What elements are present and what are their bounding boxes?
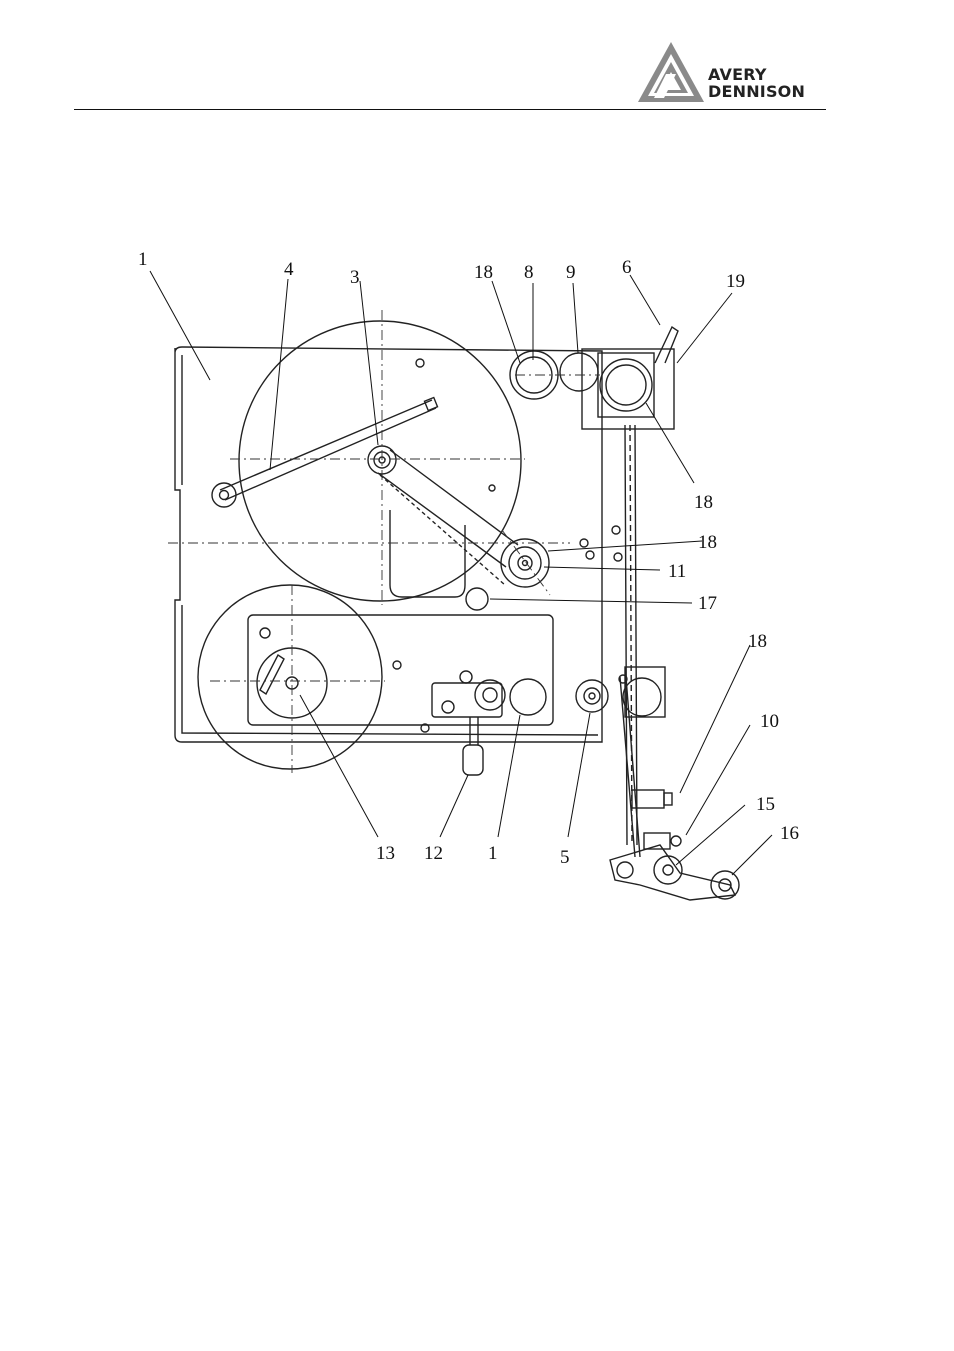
- lower-panel-window: [247, 614, 554, 726]
- callout-11: 11: [668, 561, 686, 582]
- callout-4: 4: [284, 259, 294, 280]
- column-block: [624, 666, 666, 718]
- roller-11: [500, 538, 550, 588]
- roller-16: [710, 870, 740, 900]
- avery-dennison-triangle-mark: [638, 42, 704, 102]
- callout-13: 13: [376, 843, 395, 864]
- handle-12: [469, 717, 479, 745]
- callout-17: 17: [698, 593, 717, 614]
- base-plate-inner-edge: [181, 355, 599, 736]
- callout-18-top: 18: [474, 262, 493, 283]
- callout-12: 12: [424, 843, 443, 864]
- arm-4-pivot: [211, 482, 237, 508]
- logo-wordmark: AVERY DENNISON: [708, 66, 805, 100]
- roller-5: [575, 679, 609, 713]
- roller-9: [559, 352, 599, 392]
- link-arm: [377, 449, 519, 568]
- logo-line-2: DENNISON: [708, 82, 806, 101]
- head-roller: [599, 358, 653, 412]
- callout-1-bottom: 1: [488, 843, 498, 864]
- callout-10: 10: [760, 711, 779, 732]
- header-rule: [74, 109, 826, 110]
- base-plate: [174, 346, 603, 743]
- callout-18-lower: 18: [748, 631, 767, 652]
- callout-9: 9: [566, 262, 576, 283]
- callout-5: 5: [560, 847, 570, 868]
- roller-1-lower: [509, 678, 547, 716]
- callout-15: 15: [756, 794, 775, 815]
- callout-18-right-2: 18: [698, 532, 717, 553]
- roller-17: [465, 587, 489, 611]
- logo-line-1: AVERY: [708, 65, 767, 84]
- avery-dennison-logo: [636, 40, 826, 106]
- callout-8: 8: [524, 262, 534, 283]
- vertical-column: [624, 424, 638, 846]
- callout-1-top: 1: [138, 249, 148, 270]
- lever-6: [654, 325, 679, 364]
- callout-6: 6: [622, 257, 632, 278]
- arm-4: [219, 399, 437, 501]
- guide-rod: [619, 676, 641, 858]
- head-box-19: [581, 348, 675, 430]
- machine-diagram-svg: 1 4 3 18 8 9 6 19 18 18 11 17 18 10 15 1…: [138, 249, 799, 901]
- callout-3: 3: [350, 267, 360, 288]
- upper-reel-disc: [238, 320, 522, 602]
- applicator-wheel-15: [653, 855, 683, 885]
- center-cutout: [389, 510, 466, 598]
- callout-16: 16: [780, 823, 799, 844]
- lower-reel-disc: [197, 584, 383, 770]
- callout-18-right-1: 18: [694, 492, 713, 513]
- clamp-10: [643, 832, 671, 850]
- callout-19: 19: [726, 271, 745, 292]
- machine-diagram: 1 4 3 18 8 9 6 19 18 18 11 17 18 10 15 1…: [120, 245, 872, 925]
- arm-4-end: [423, 396, 439, 412]
